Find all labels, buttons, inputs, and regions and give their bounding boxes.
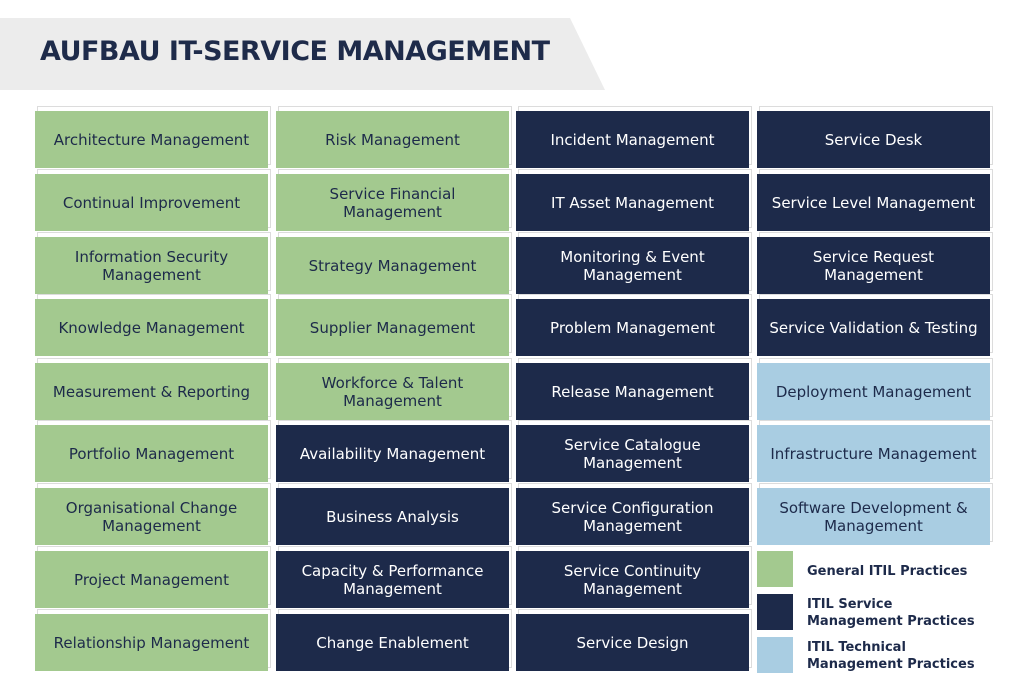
practice-strategy-management: Strategy Management bbox=[276, 237, 509, 294]
practice-business-analysis: Business Analysis bbox=[276, 488, 509, 545]
practice-change-enablement: Change Enablement bbox=[276, 614, 509, 671]
legend-swatch-service bbox=[757, 594, 793, 630]
practice-service-request-management: Service Request Management bbox=[757, 237, 990, 294]
page-title: AUFBAU IT-SERVICE MANAGEMENT bbox=[40, 36, 550, 67]
legend-label-technical: ITIL Technical Management Practices bbox=[807, 640, 975, 672]
practice-service-catalogue-management: Service Catalogue Management bbox=[516, 425, 749, 482]
practice-measurement-and-reporting: Measurement & Reporting bbox=[35, 363, 268, 420]
practice-it-asset-management: IT Asset Management bbox=[516, 174, 749, 231]
practice-architecture-management: Architecture Management bbox=[35, 111, 268, 168]
practice-service-design: Service Design bbox=[516, 614, 749, 671]
practice-service-financial-management: Service Financial Management bbox=[276, 174, 509, 231]
practice-infrastructure-management: Infrastructure Management bbox=[757, 425, 990, 482]
practice-availability-management: Availability Management bbox=[276, 425, 509, 482]
practice-monitoring-and-event-management: Monitoring & Event Management bbox=[516, 237, 749, 294]
practice-problem-management: Problem Management bbox=[516, 299, 749, 356]
practice-service-level-management: Service Level Management bbox=[757, 174, 990, 231]
practice-service-desk: Service Desk bbox=[757, 111, 990, 168]
practice-deployment-management: Deployment Management bbox=[757, 363, 990, 420]
practice-release-management: Release Management bbox=[516, 363, 749, 420]
legend-swatch-technical bbox=[757, 637, 793, 673]
practice-software-development-and-management: Software Development & Management bbox=[757, 488, 990, 545]
practice-risk-management: Risk Management bbox=[276, 111, 509, 168]
practice-continual-improvement: Continual Improvement bbox=[35, 174, 268, 231]
legend-label-service: ITIL Service Management Practices bbox=[807, 597, 975, 629]
practice-service-continuity-management: Service Continuity Management bbox=[516, 551, 749, 608]
practice-workforce-and-talent-management: Workforce & Talent Management bbox=[276, 363, 509, 420]
legend-label-general: General ITIL Practices bbox=[807, 564, 968, 579]
practice-capacity-and-performance-management: Capacity & Performance Management bbox=[276, 551, 509, 608]
practice-organisational-change-management: Organisational Change Management bbox=[35, 488, 268, 545]
practice-portfolio-management: Portfolio Management bbox=[35, 425, 268, 482]
practice-supplier-management: Supplier Management bbox=[276, 299, 509, 356]
title-banner bbox=[0, 18, 605, 90]
practice-service-validation-and-testing: Service Validation & Testing bbox=[757, 299, 990, 356]
legend-swatch-general bbox=[757, 551, 793, 587]
practice-project-management: Project Management bbox=[35, 551, 268, 608]
practice-relationship-management: Relationship Management bbox=[35, 614, 268, 671]
practice-incident-management: Incident Management bbox=[516, 111, 749, 168]
practice-information-security-management: Information Security Management bbox=[35, 237, 268, 294]
practice-service-configuration-management: Service Configuration Management bbox=[516, 488, 749, 545]
practice-knowledge-management: Knowledge Management bbox=[35, 299, 268, 356]
